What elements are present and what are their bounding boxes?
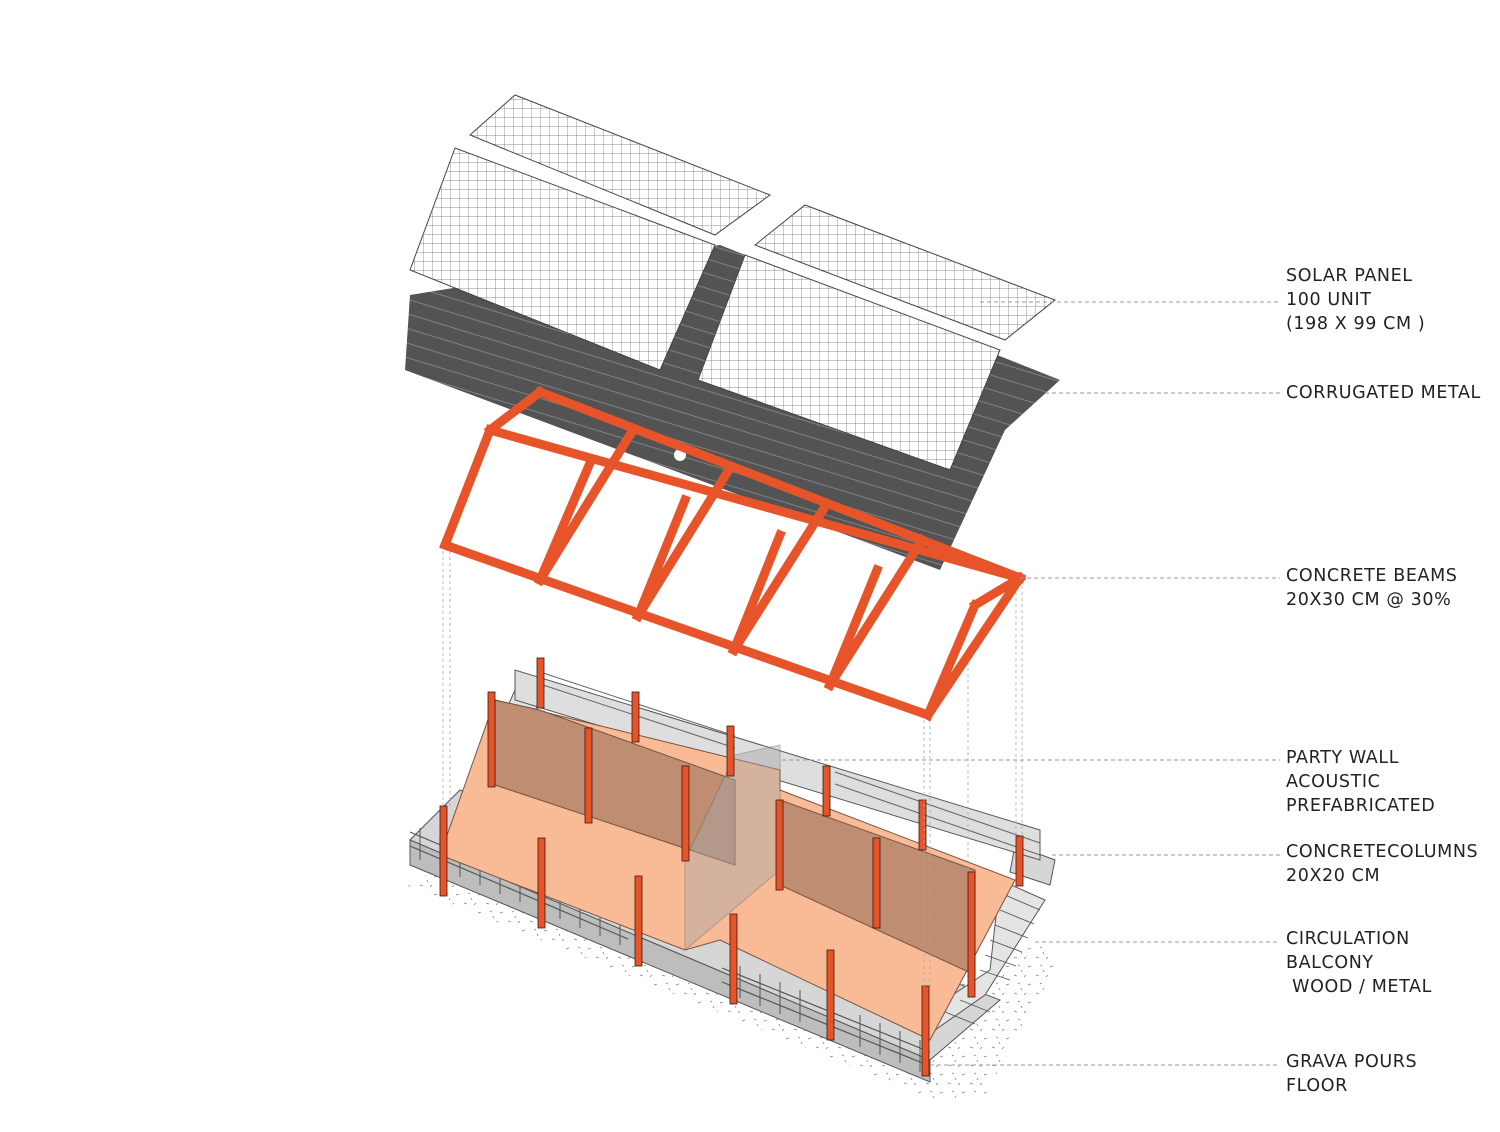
label-solar-panel: SOLAR PANEL 100 UNIT (198 X 99 CM )	[1286, 264, 1425, 336]
party-wall	[684, 744, 781, 952]
projection-guides	[442, 545, 1023, 990]
label-line: GRAVA POURS	[1286, 1052, 1418, 1072]
leader-lines	[782, 301, 1280, 1066]
label-line: CIRCULATION	[1286, 929, 1410, 949]
label-line: WOOD / METAL	[1286, 977, 1432, 997]
label-line: 100 UNIT	[1286, 290, 1372, 310]
label-line: CONCRETECOLUMNS	[1286, 842, 1479, 862]
label-concrete-columns: CONCRETECOLUMNS 20X20 CM	[1286, 840, 1478, 888]
label-line: 20X20 CM	[1286, 866, 1381, 886]
label-concrete-beams: CONCRETE BEAMS 20X30 CM @ 30%	[1286, 564, 1457, 612]
label-line: ACOUSTIC	[1286, 772, 1381, 792]
solar-panels	[409, 94, 1056, 471]
concrete-beams-frame	[439, 385, 1027, 722]
label-corrugated-metal: CORRUGATED METAL	[1286, 381, 1481, 405]
label-line: PREFABRICATED	[1286, 796, 1436, 816]
label-line: 20X30 CM @ 30%	[1286, 590, 1452, 610]
concrete-columns	[439, 657, 1024, 1077]
label-line: CORRUGATED METAL	[1286, 383, 1481, 403]
label-line: PARTY WALL	[1286, 748, 1400, 768]
label-circulation-balcony: CIRCULATION BALCONY WOOD / METAL	[1286, 927, 1432, 999]
label-line: SOLAR PANEL	[1286, 266, 1413, 286]
label-line: (198 X 99 CM )	[1286, 314, 1426, 334]
label-party-wall: PARTY WALL ACOUSTIC PREFABRICATED	[1286, 746, 1435, 818]
label-grava-floor: GRAVA POURS FLOOR	[1286, 1050, 1417, 1098]
label-line: CONCRETE BEAMS	[1286, 566, 1458, 586]
label-line: BALCONY	[1286, 953, 1374, 973]
label-line: FLOOR	[1286, 1076, 1348, 1096]
